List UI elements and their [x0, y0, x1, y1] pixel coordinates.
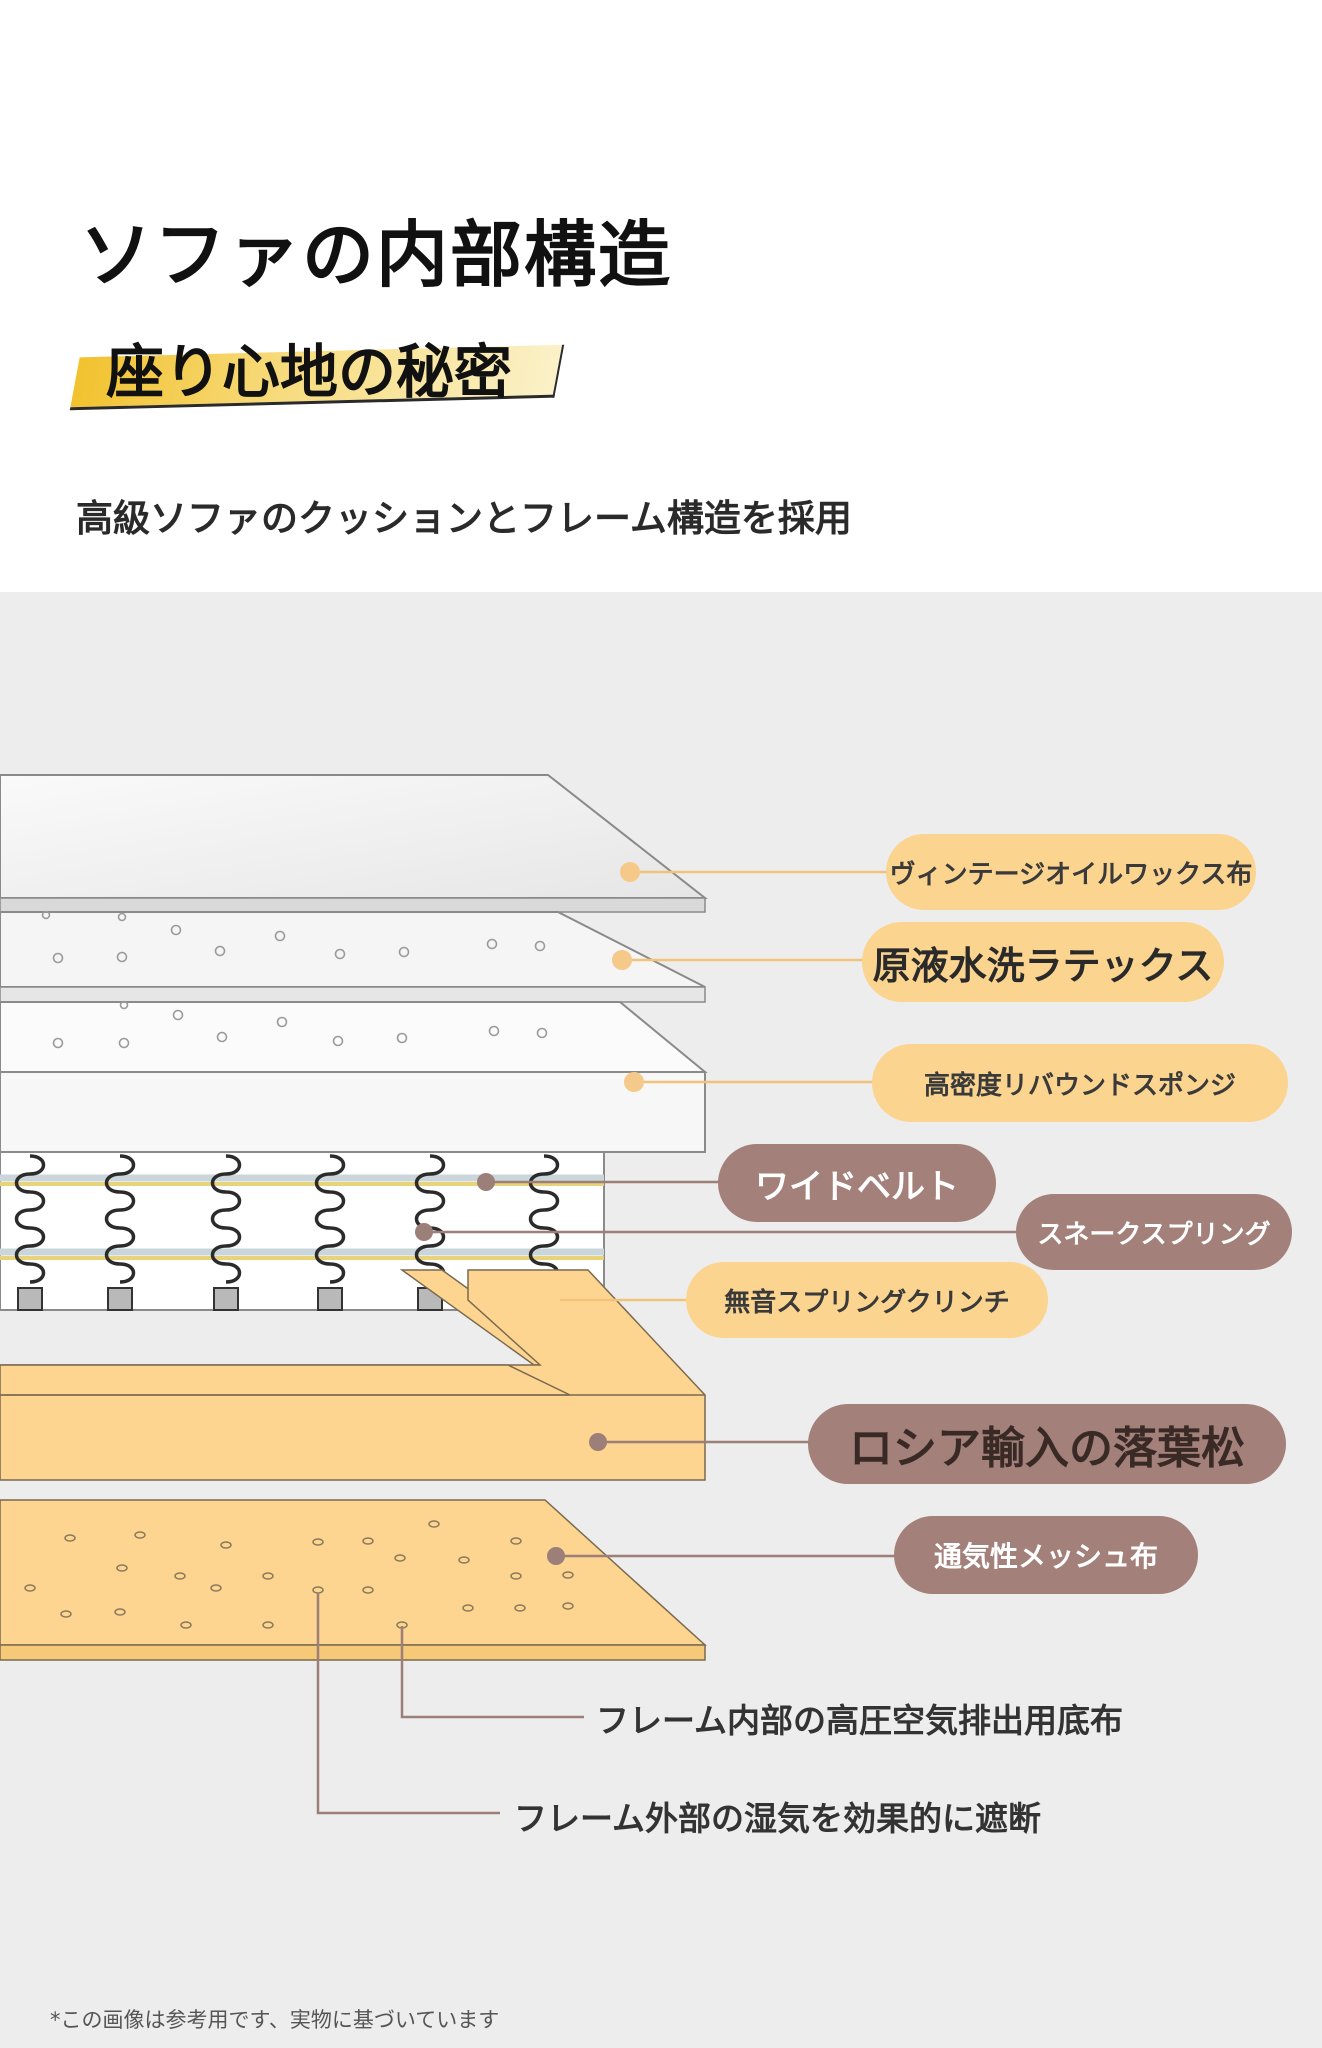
mesh-layer: [0, 1499, 707, 1661]
snake-springs: [14, 1154, 560, 1284]
label-vintage-oil-wax-fabric: ヴィンテージオイルワックス布: [886, 834, 1256, 910]
header-section: ソファの内部構造 座り心地の秘密 高級ソファのクッションとフレーム構造を採用: [0, 0, 1322, 592]
label-latex: 原液水洗ラテックス: [862, 922, 1224, 1002]
sponge-holes: [52, 1000, 548, 1049]
label-breathable-mesh: 通気性メッシュ布: [894, 1516, 1198, 1594]
leader-lines-brown: [316, 1180, 1030, 1815]
leader-lines-cream: [560, 870, 900, 1302]
fabric-layer: [0, 774, 708, 913]
label-wide-belt: ワイドベルト: [718, 1144, 996, 1222]
latex-holes: [41, 910, 546, 964]
label-snake-spring: スネークスプリング: [1016, 1194, 1292, 1270]
latex-layer: [0, 910, 706, 1003]
subtitle-banner: 座り心地の秘密: [69, 325, 566, 413]
label-russian-larch: ロシア輸入の落葉松: [808, 1404, 1286, 1484]
leader-dots-cream: [612, 862, 644, 1092]
sponge-layer: [0, 1000, 708, 1153]
footnote: *この画像は参考用です、実物に基づいています: [50, 2008, 500, 2032]
label-frame-outer-moisture-block: フレーム外部の湿気を効果的に遮断: [514, 1799, 1042, 1838]
leader-dots-brown: [415, 1173, 607, 1565]
page-subtitle: 座り心地の秘密: [106, 338, 513, 406]
label-frame-inner-bottom-cloth: フレーム内部の高圧空気排出用底布: [596, 1701, 1124, 1740]
label-silent-spring-clinch: 無音スプリングクリンチ: [686, 1262, 1048, 1338]
page-description: 高級ソファのクッションとフレーム構造を採用: [76, 497, 852, 540]
label-high-density-sponge: 高密度リバウンドスポンジ: [872, 1044, 1288, 1122]
wood-frame: [0, 1269, 706, 1481]
page-title: ソファの内部構造: [80, 213, 673, 297]
